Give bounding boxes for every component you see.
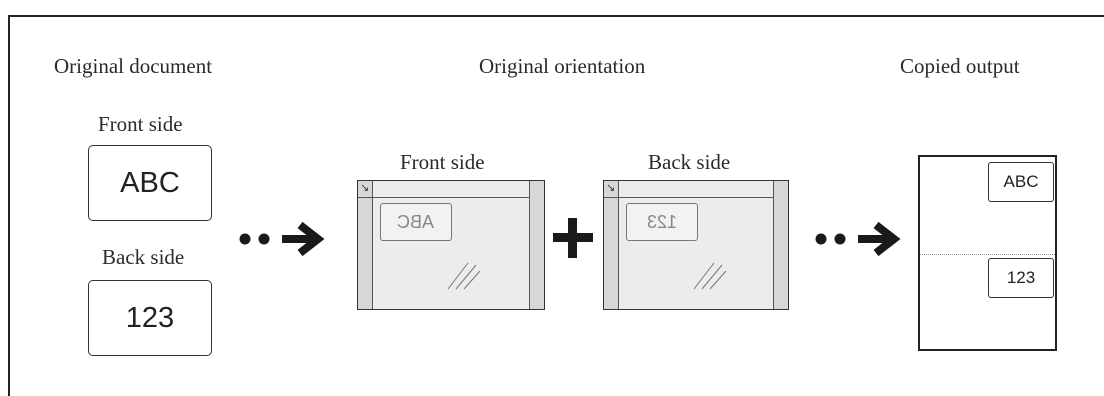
mirrored-back-text: 123 <box>646 211 678 232</box>
glass-surface <box>618 181 774 309</box>
output-bottom-box: 123 <box>988 258 1054 298</box>
original-front-text: ABC <box>120 166 180 199</box>
glass-surface <box>372 181 530 309</box>
mirrored-front-text: ABC <box>397 211 435 232</box>
platen-glass-front: ↘ ABC <box>357 180 545 310</box>
glass-shine-icon <box>447 262 481 290</box>
original-front-label: Front side <box>98 112 183 136</box>
glass-front-label: Front side <box>400 150 485 174</box>
original-back-text: 123 <box>125 301 175 334</box>
output-top-text: ABC <box>1003 172 1039 191</box>
glass-guide-line <box>358 197 530 198</box>
dotted-arrow-icon <box>239 221 325 257</box>
corner-arrow-icon: ↘ <box>606 181 616 194</box>
heading-copied-output: Copied output <box>900 54 1020 78</box>
platen-glass-back: ↘ 123 <box>603 180 789 310</box>
glass-back-label: Back side <box>648 150 731 174</box>
original-front-page: ABC <box>88 145 212 221</box>
dotted-arrow-icon <box>815 221 901 257</box>
mirrored-back-page: 123 <box>626 203 698 241</box>
fold-divider <box>920 254 1055 255</box>
original-back-page: 123 <box>88 280 212 356</box>
copied-output-sheet: ABC 123 <box>918 155 1057 351</box>
mirrored-front-page: ABC <box>380 203 452 241</box>
original-back-label: Back side <box>102 245 185 269</box>
diagram-frame <box>8 15 1104 396</box>
heading-original-document: Original document <box>54 54 213 78</box>
corner-arrow-icon: ↘ <box>360 181 370 194</box>
output-bottom-text: 123 <box>1006 268 1036 287</box>
plus-icon <box>553 218 593 258</box>
output-top-box: ABC <box>988 162 1054 202</box>
heading-original-orientation: Original orientation <box>479 54 646 78</box>
glass-guide-line <box>604 197 774 198</box>
glass-shine-icon <box>693 262 727 290</box>
